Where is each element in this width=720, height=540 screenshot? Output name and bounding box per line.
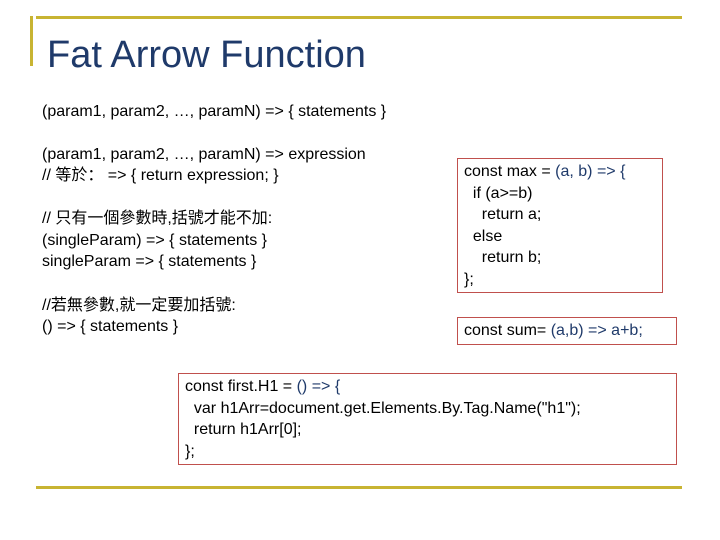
first-line-2: var h1Arr=document.get.Elements.By.Tag.N… bbox=[185, 399, 581, 417]
sum-line-a: const sum= bbox=[464, 322, 551, 339]
syntax-line: (param1, param2, …, paramN) => { stateme… bbox=[42, 103, 387, 120]
max-line-3: return a; bbox=[464, 206, 542, 223]
bottom-rule bbox=[36, 486, 682, 489]
slide-title: Fat Arrow Function bbox=[47, 34, 366, 76]
max-code-box: const max = (a, b) => { if (a>=b) return… bbox=[457, 158, 663, 293]
first-h1-code-box: const first.H1 = () => { var h1Arr=docum… bbox=[178, 373, 677, 465]
first-line-1a: const first.H1 = bbox=[185, 378, 297, 395]
single-param-syntax: (singleParam) => { statements } bbox=[42, 232, 267, 249]
single-param-no-paren: singleParam => { statements } bbox=[42, 253, 257, 270]
left-rule bbox=[30, 16, 33, 66]
no-param-syntax: () => { statements } bbox=[42, 318, 179, 335]
expression-comment: // 等於： => { return expression; } bbox=[42, 167, 279, 184]
no-param-comment: //若無參數,就一定要加括號: bbox=[42, 297, 236, 314]
max-line-1b: (a, b) => { bbox=[555, 163, 626, 180]
max-line-5: return b; bbox=[464, 249, 542, 266]
first-line-1b: () => { bbox=[296, 378, 341, 395]
first-line-3: return h1Arr[0]; bbox=[185, 421, 302, 438]
top-rule bbox=[36, 16, 682, 19]
max-line-6: }; bbox=[464, 270, 474, 288]
max-line-4: else bbox=[464, 227, 503, 245]
first-line-4: }; bbox=[185, 442, 195, 460]
sum-code-box: const sum= (a,b) => a+b; bbox=[457, 317, 677, 345]
max-line-2: if (a>=b) bbox=[464, 184, 533, 202]
expression-syntax: (param1, param2, …, paramN) => expressio… bbox=[42, 146, 366, 163]
single-param-comment: // 只有一個參數時,括號才能不加: bbox=[42, 210, 273, 227]
max-line-1a: const max = bbox=[464, 163, 556, 180]
sum-line-b: (a,b) => a+b; bbox=[550, 322, 643, 339]
